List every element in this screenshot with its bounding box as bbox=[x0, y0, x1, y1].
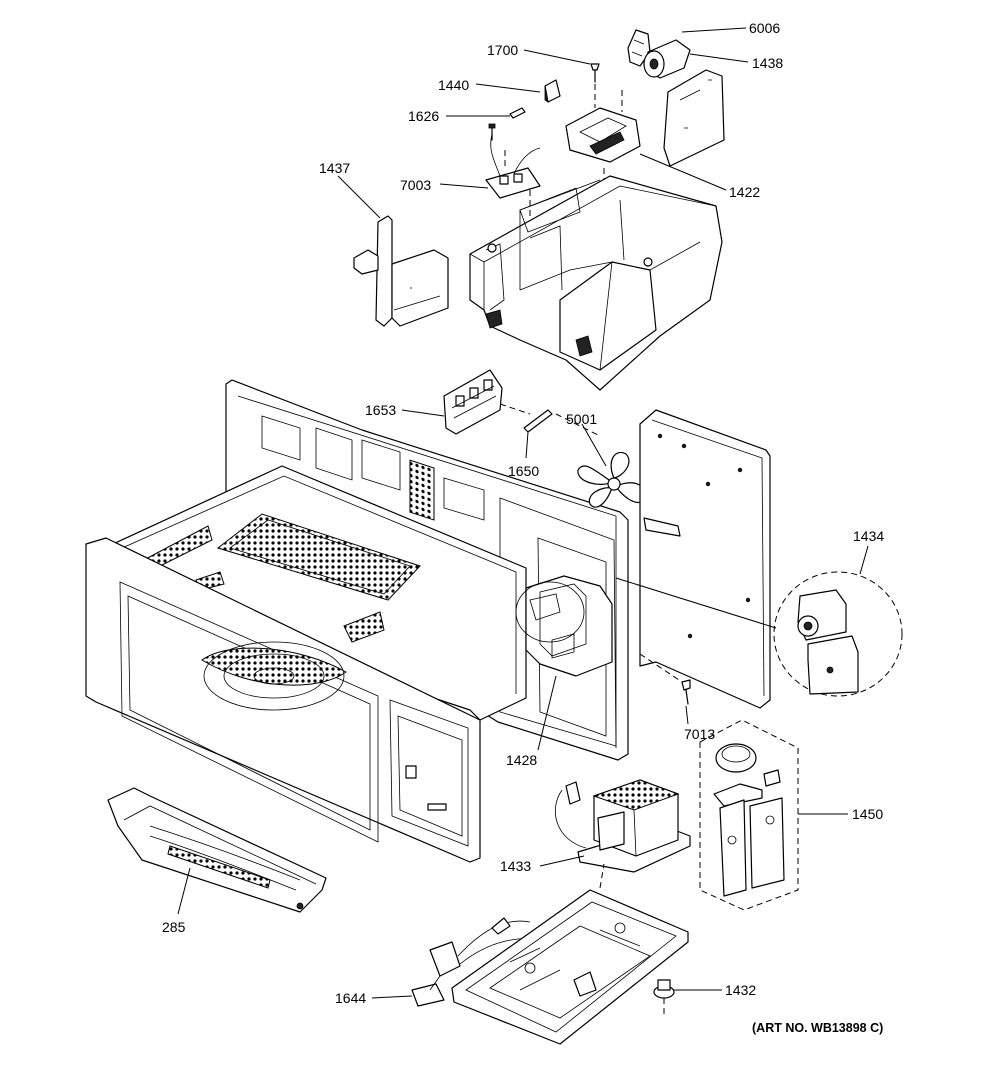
part-1450-drawing bbox=[699, 719, 799, 911]
leader-lines bbox=[177, 27, 869, 999]
label-1432: 1432 bbox=[725, 982, 756, 998]
part-1422-drawing bbox=[565, 107, 641, 163]
label-1438: 1438 bbox=[752, 55, 783, 71]
label-1653: 1653 bbox=[365, 402, 396, 418]
part-1644-drawing bbox=[411, 917, 541, 1007]
front-frame-drawing bbox=[85, 537, 481, 863]
label-1626: 1626 bbox=[408, 108, 439, 124]
art-number: (ART NO. WB13898 C) bbox=[752, 1021, 883, 1035]
label-1434: 1434 bbox=[853, 528, 884, 544]
part-1438-bracket-drawing bbox=[663, 69, 725, 167]
label-5001: 5001 bbox=[566, 411, 597, 427]
part-1700-drawing bbox=[590, 63, 600, 83]
bottom-plate-drawing bbox=[451, 889, 689, 1045]
part-285-drawing bbox=[107, 787, 327, 913]
part-1434-drawing bbox=[773, 571, 903, 697]
label-1450: 1450 bbox=[852, 806, 883, 822]
part-7013-drawing bbox=[681, 679, 691, 705]
label-1422: 1422 bbox=[729, 184, 760, 200]
label-1700: 1700 bbox=[487, 42, 518, 58]
label-1437: 1437 bbox=[319, 160, 350, 176]
right-side-panel-drawing bbox=[639, 409, 771, 709]
part-1650-drawing bbox=[523, 409, 553, 433]
part-1428-drawing bbox=[515, 575, 613, 677]
label-1433: 1433 bbox=[500, 858, 531, 874]
label-1440: 1440 bbox=[438, 77, 469, 93]
part-1433-drawing bbox=[554, 779, 691, 873]
label-1650: 1650 bbox=[508, 463, 539, 479]
label-7013: 7013 bbox=[684, 726, 715, 742]
part-1626-drawing bbox=[509, 107, 526, 119]
label-285: 285 bbox=[162, 919, 186, 935]
air-duct-assembly-drawing bbox=[469, 175, 723, 391]
label-7003: 7003 bbox=[400, 177, 431, 193]
part-1440-drawing bbox=[544, 79, 561, 103]
label-6006: 6006 bbox=[749, 20, 780, 36]
part-1653-drawing bbox=[443, 369, 503, 435]
label-1428: 1428 bbox=[506, 752, 537, 768]
part-7003-drawing bbox=[485, 123, 541, 199]
oven-cavity-drawing bbox=[99, 465, 527, 721]
label-1644: 1644 bbox=[335, 990, 366, 1006]
part-1437-drawing bbox=[353, 215, 449, 327]
part-1438-drawing bbox=[643, 39, 691, 79]
part-1432-drawing bbox=[653, 979, 675, 999]
part-5001-drawing bbox=[577, 451, 646, 508]
